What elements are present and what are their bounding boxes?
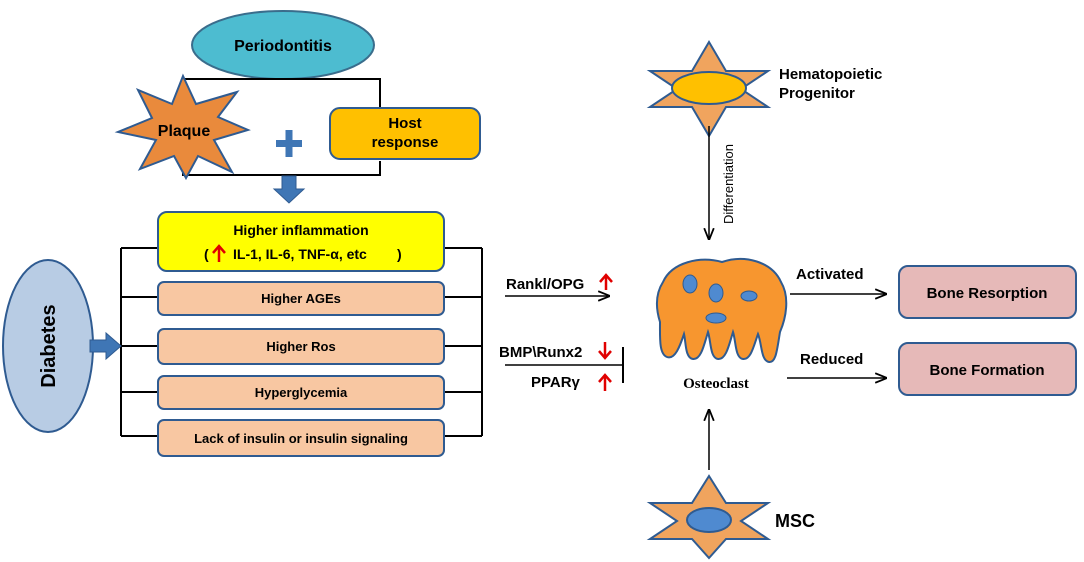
activated-label: Activated bbox=[796, 266, 864, 283]
msc-label: MSC bbox=[775, 511, 815, 531]
factor-label-hyperglycemia: Hyperglycemia bbox=[255, 385, 348, 400]
ppar-up-arrow-icon bbox=[598, 373, 612, 391]
osteoclast-nucleus-4 bbox=[705, 312, 727, 324]
osteoclast-cell bbox=[655, 257, 788, 363]
bmp-label: BMP\Runx2 bbox=[499, 344, 582, 361]
plaque-node bbox=[114, 73, 251, 181]
host-response-label-1: Host bbox=[388, 115, 421, 132]
diabetes-blue-arrow bbox=[89, 331, 122, 361]
bone-resorption-node bbox=[898, 265, 1077, 319]
host-response-label-2: response bbox=[372, 134, 439, 151]
bone-formation-node bbox=[898, 342, 1077, 396]
diabetes-label: Diabetes bbox=[38, 304, 60, 387]
inflammation-open-paren: ( bbox=[204, 246, 209, 262]
factor-box-hyperglycemia bbox=[157, 375, 445, 410]
down-blue-arrow bbox=[272, 175, 306, 204]
inflammation-markers: IL-1, IL-6, TNF-α, etc bbox=[233, 246, 367, 262]
reduced-label: Reduced bbox=[800, 351, 863, 368]
bmp-down-arrow-icon bbox=[598, 342, 612, 360]
osteoclast-nucleus-3 bbox=[740, 290, 758, 302]
factor-box-ages bbox=[157, 281, 445, 316]
msc-core bbox=[686, 507, 732, 533]
factor-box-insulin bbox=[157, 419, 445, 457]
osteoclast-nucleus-2 bbox=[708, 283, 724, 303]
osteoclast-label: Osteoclast bbox=[683, 376, 749, 392]
host-response-node bbox=[329, 107, 481, 160]
inflammation-title: Higher inflammation bbox=[233, 222, 368, 238]
inflammation-close-paren: ) bbox=[397, 246, 402, 262]
periodontitis-label: Periodontitis bbox=[234, 38, 332, 55]
osteoclast-nucleus-1 bbox=[682, 274, 698, 294]
bone-resorption-label: Bone Resorption bbox=[927, 285, 1048, 302]
inflammation-node bbox=[157, 211, 445, 272]
rankl-label: Rankl/OPG bbox=[506, 276, 584, 293]
plus-icon bbox=[276, 130, 302, 157]
bone-formation-label: Bone Formation bbox=[930, 362, 1045, 379]
progenitor-label-1: Hematopoietic bbox=[779, 66, 882, 83]
progenitor-core bbox=[671, 71, 747, 105]
ppar-label: PPARγ bbox=[531, 374, 581, 391]
inflammation-up-arrow-icon bbox=[212, 244, 226, 262]
progenitor-label-2: Progenitor bbox=[779, 85, 855, 102]
factor-box-ros bbox=[157, 328, 445, 365]
plaque-label: Plaque bbox=[158, 123, 211, 140]
differentiation-label: Differentiation bbox=[721, 144, 736, 224]
factor-bracket-lines bbox=[120, 247, 483, 437]
factor-label-ages: Higher AGEs bbox=[261, 291, 341, 306]
factor-label-ros: Higher Ros bbox=[266, 339, 335, 354]
rankl-up-arrow-icon bbox=[599, 273, 613, 290]
factor-label-insulin: Lack of insulin or insulin signaling bbox=[194, 431, 408, 446]
